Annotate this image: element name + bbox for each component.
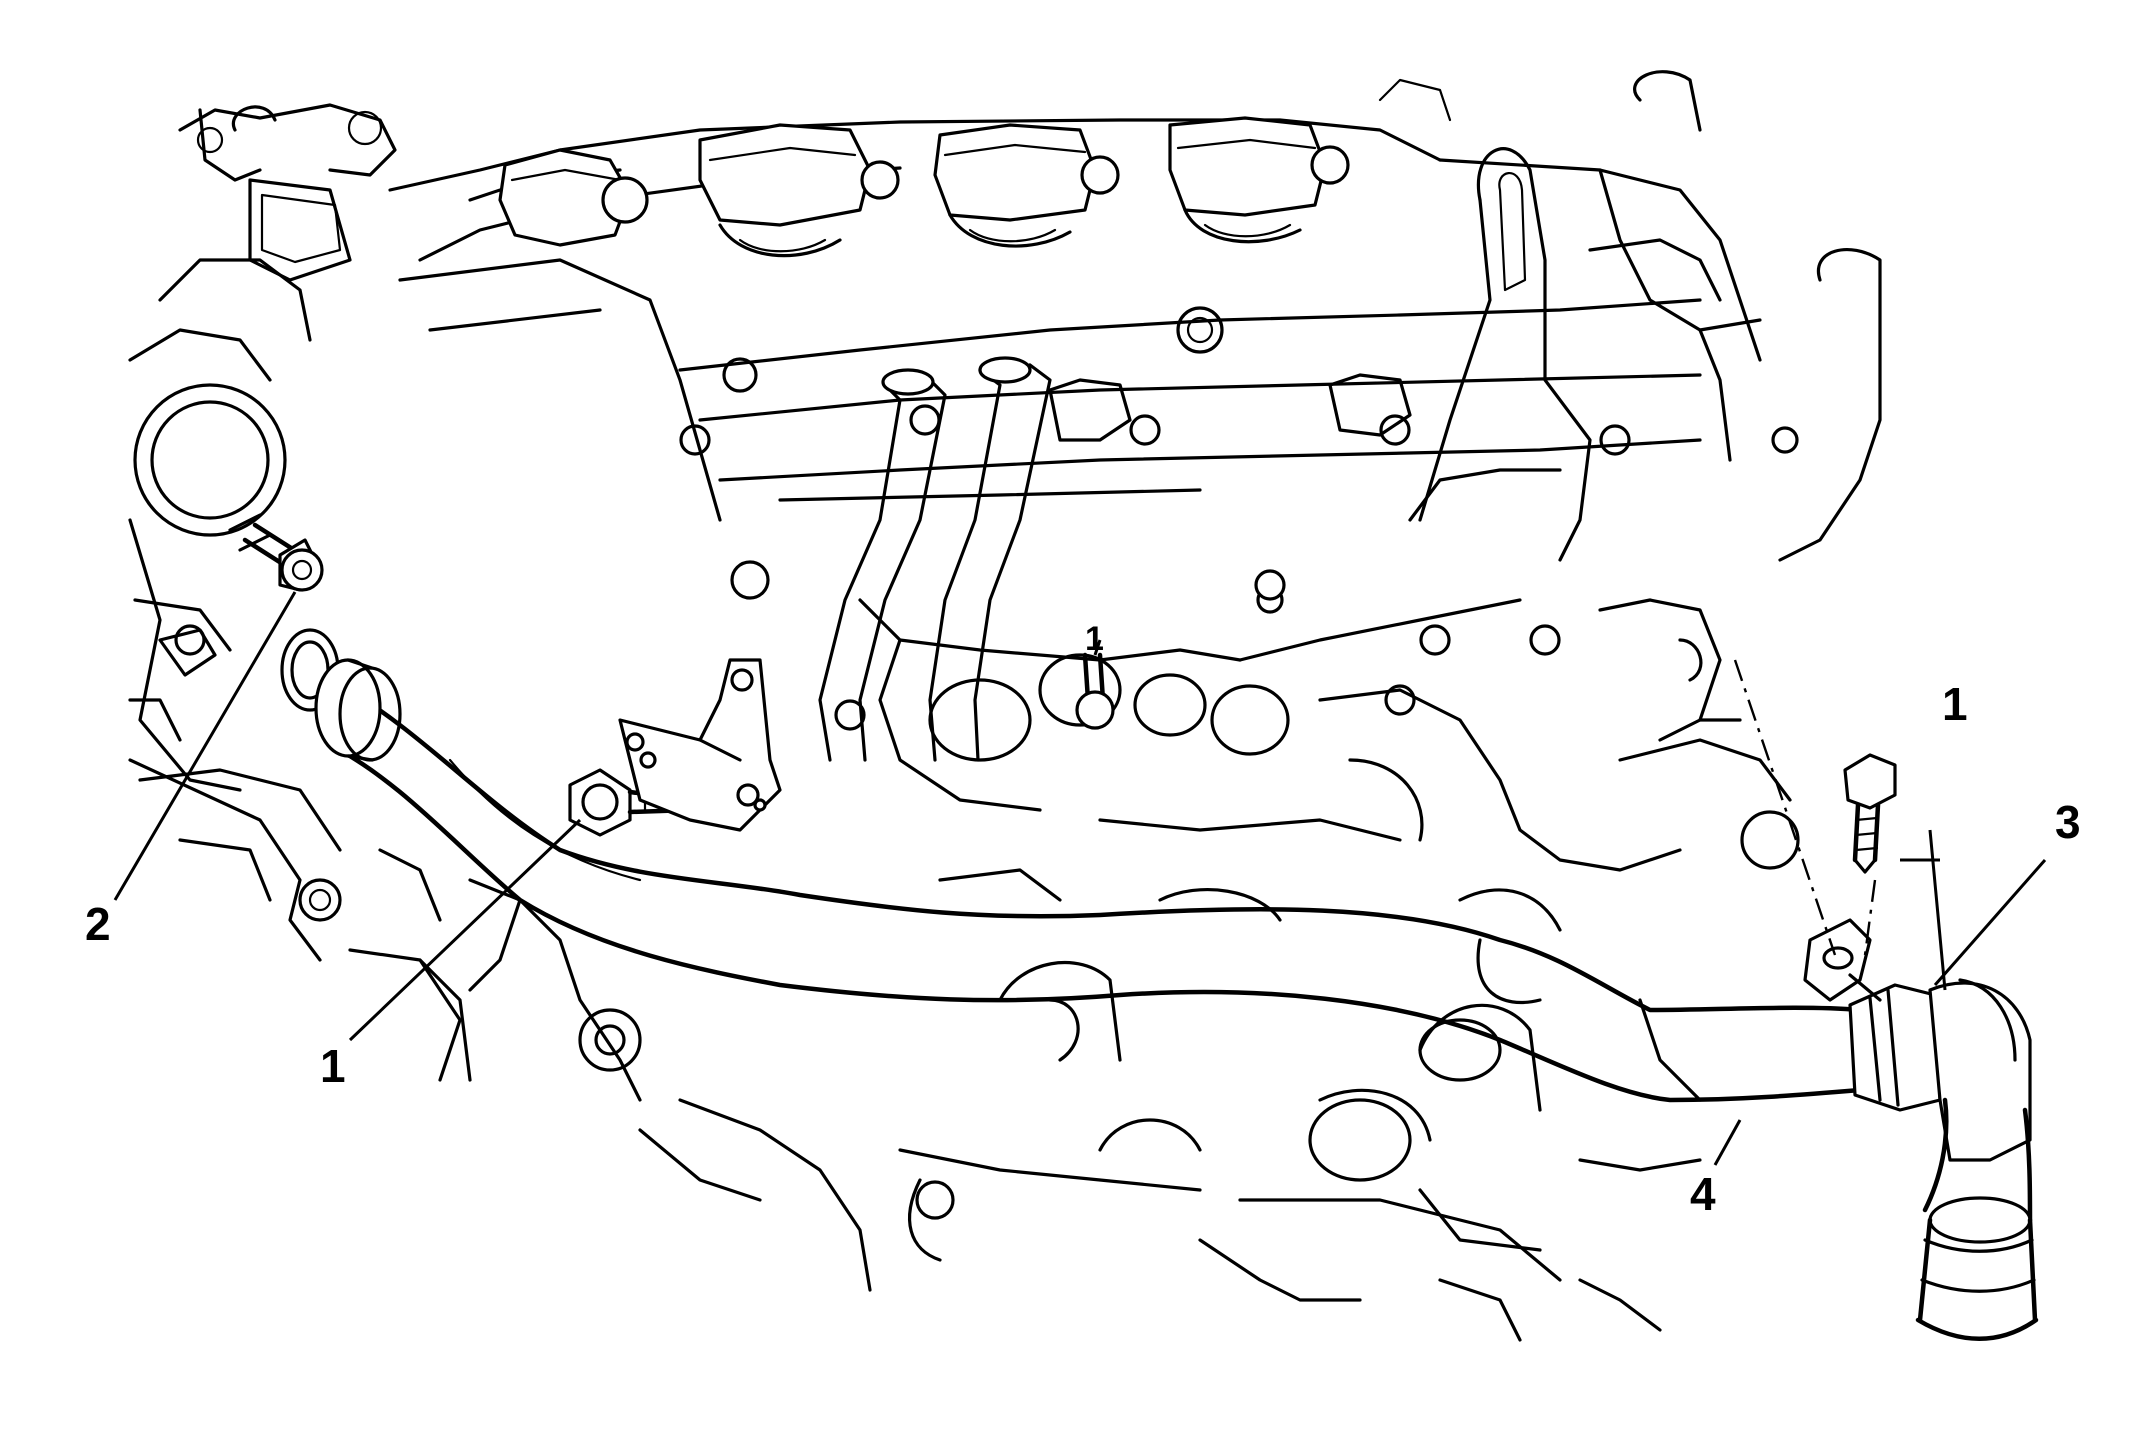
callout-label-1-left: 1 (320, 1040, 346, 1092)
callout-label-4: 4 (1690, 1168, 1716, 1220)
callout-label-1-top-right: 1 (1942, 678, 1968, 730)
bolt-1-left (568, 768, 693, 837)
callout-label-3: 3 (2055, 796, 2081, 848)
callout-label-1-center: 1 (1085, 620, 1104, 658)
coolant-pipe-4 (314, 658, 1863, 1103)
alignment-lines (1733, 659, 1877, 956)
bolt-1-right (1843, 753, 1897, 874)
cover-bolts (679, 306, 1799, 731)
lifting-bracket (1408, 147, 1592, 562)
bolt-2 (228, 513, 324, 592)
callout-label-2: 2 (85, 898, 111, 950)
engine-block-illustration (128, 70, 1882, 1342)
callout-leaders (113, 591, 2047, 1166)
pipe-fitting-3 (1803, 918, 2039, 1341)
coolant-hoses-upper (818, 356, 1052, 762)
pipe-bracket (618, 658, 782, 832)
ignition-coils (498, 116, 1350, 258)
bolt-1-center (1075, 652, 1115, 730)
